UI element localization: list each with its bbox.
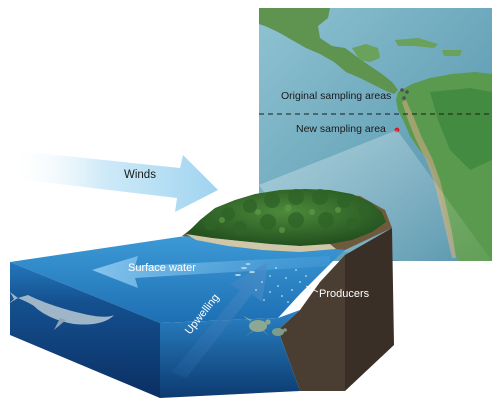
wind-arrow	[8, 150, 218, 212]
producers-cloud	[255, 267, 311, 303]
map-land-yucatan	[352, 44, 380, 62]
label-original-sampling-areas: Original sampling areas	[281, 90, 391, 102]
forest-texture	[204, 189, 370, 235]
original-site-marker	[405, 90, 409, 94]
map-land-cuba	[395, 38, 438, 48]
beach	[186, 234, 336, 252]
fish-school	[235, 263, 255, 276]
sediment-slope	[278, 255, 345, 391]
upwelling-arrow	[172, 262, 268, 378]
forest-canopy	[186, 189, 386, 246]
label-producers: Producers	[319, 288, 370, 300]
map-amazon-lowland	[430, 88, 492, 170]
label-surface-water: Surface water	[128, 262, 196, 274]
turtle-illustration-small	[272, 328, 287, 336]
water-front	[10, 262, 160, 398]
surface-water-arrow	[92, 256, 330, 288]
turtle-illustration	[243, 316, 271, 337]
original-site-marker	[400, 88, 404, 92]
map-land-central-america	[259, 8, 398, 94]
label-new-sampling-area: New sampling area	[296, 123, 386, 135]
producers-leader	[305, 285, 319, 293]
map-land-hispaniola	[442, 50, 462, 56]
label-winds: Winds	[124, 169, 156, 181]
sediment-side	[345, 228, 394, 391]
water-side	[160, 310, 300, 398]
original-site-marker	[402, 96, 406, 100]
whale-illustration	[8, 292, 114, 330]
